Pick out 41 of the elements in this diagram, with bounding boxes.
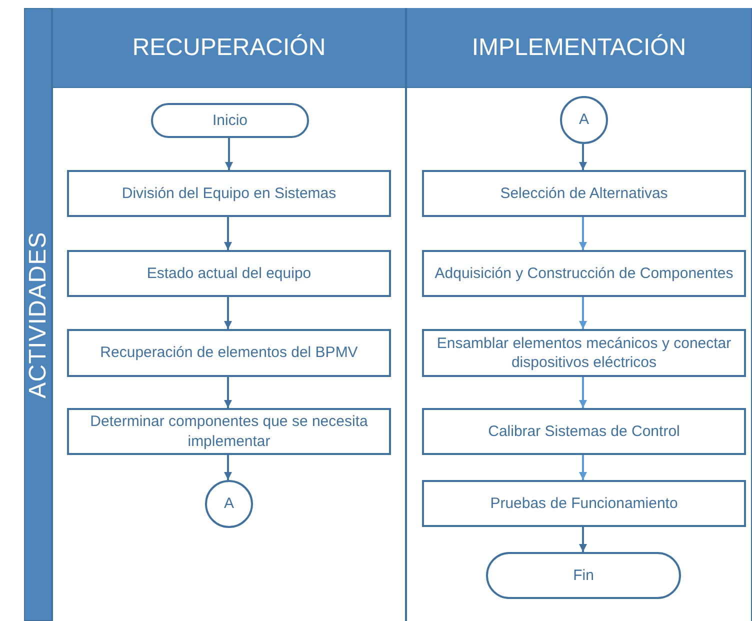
arrow <box>225 138 233 170</box>
swimlane <box>406 8 752 621</box>
swimlane-band <box>24 8 52 621</box>
process-box <box>422 170 746 217</box>
swimlane <box>52 8 406 621</box>
arrow <box>579 527 587 552</box>
node-label: Determinar componentes que se necesita implementar <box>89 412 369 451</box>
lane-title: RECUPERACIÓN <box>132 32 326 62</box>
node-label: Fin <box>573 566 594 586</box>
node-label: Pruebas de Funcionamiento <box>490 494 678 514</box>
arrow <box>579 144 587 170</box>
arrow <box>224 217 232 250</box>
process-box <box>67 170 391 217</box>
node-label: División del Equipo en Sistemas <box>122 184 336 204</box>
arrow <box>224 297 232 329</box>
arrow <box>579 297 587 329</box>
process-box <box>67 329 391 377</box>
arrow <box>579 377 587 408</box>
node-label: Selección de Alternativas <box>500 184 668 204</box>
terminator <box>151 103 309 138</box>
arrow <box>579 455 587 480</box>
process-box <box>422 329 746 377</box>
node-label: Adquisición y Construcción de Componentes <box>434 264 734 284</box>
node-label: Calibrar Sistemas de Control <box>488 422 680 442</box>
node-label: Inicio <box>212 110 248 130</box>
node-label: A <box>578 110 589 130</box>
node-label: Ensamblar elementos mecánicos y conectar dispositivos eléctricos <box>436 334 732 372</box>
process-box <box>67 408 391 455</box>
arrow <box>224 455 232 480</box>
node-label: Estado actual del equipo <box>146 264 312 284</box>
process-box <box>422 250 746 297</box>
terminator <box>486 552 681 599</box>
node-label: Recuperación de elementos del BPMV <box>100 343 358 363</box>
process-box <box>67 250 391 297</box>
node-label: A <box>224 494 234 514</box>
band-title: ACTIVIDADES <box>23 231 52 398</box>
arrow <box>224 377 232 408</box>
process-box <box>422 408 746 455</box>
arrow <box>579 217 587 250</box>
process-box <box>422 480 746 527</box>
lane-title: IMPLEMENTACIÓN <box>472 32 686 62</box>
